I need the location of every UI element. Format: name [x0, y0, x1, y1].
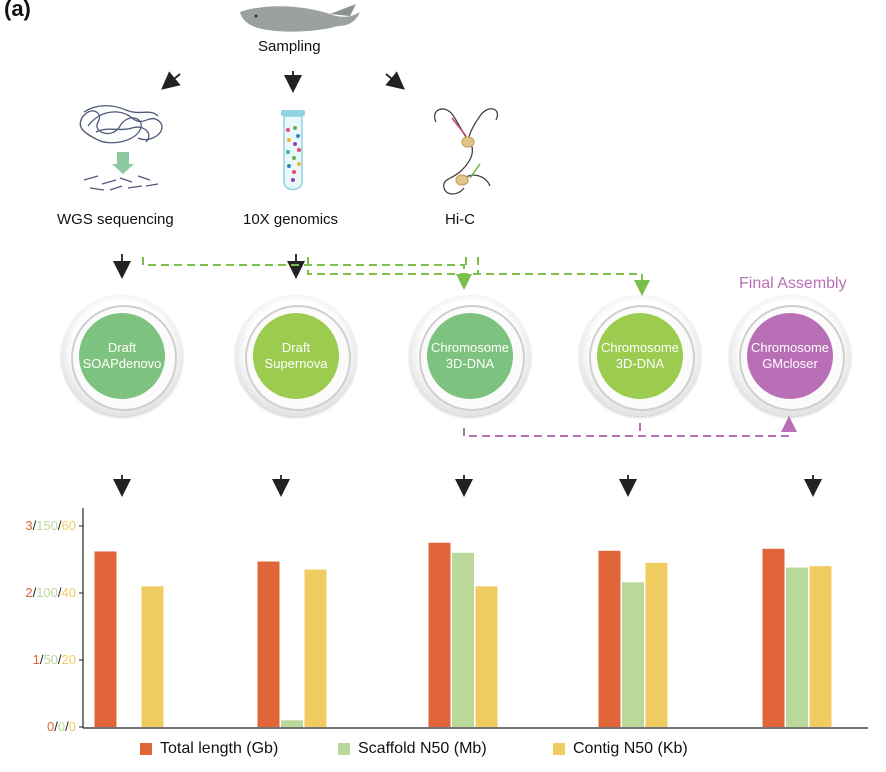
- tick-value: 0: [57, 719, 66, 734]
- tick-separator: /: [39, 652, 44, 667]
- tick-value: 3: [25, 518, 33, 533]
- tick-value: 40: [61, 585, 76, 600]
- bar-total-4: [598, 550, 621, 727]
- legend-total: Total length (Gb): [140, 740, 278, 758]
- bar-contig-4: [645, 562, 668, 727]
- tick-value: 0: [47, 719, 55, 734]
- green-dashed-connectors: [142, 257, 650, 296]
- legend-contig: Contig N50 (Kb): [553, 740, 688, 758]
- tick-separator: /: [57, 585, 62, 600]
- test-tube-icon: [281, 110, 305, 191]
- tick-separator: /: [32, 585, 37, 600]
- panel-label: (a): [4, 0, 31, 21]
- tick-separator: /: [57, 652, 62, 667]
- tick-value: 50: [43, 652, 58, 667]
- bar-total-3: [428, 542, 451, 727]
- bar-total-5: [762, 548, 785, 727]
- assembly-line1: Chromosome: [600, 340, 680, 355]
- tick-separator: /: [32, 518, 37, 533]
- bar-total-2: [257, 561, 280, 727]
- sampling-arrows: [161, 71, 405, 93]
- bar-contig-5: [809, 566, 832, 727]
- tick-value: 150: [36, 518, 58, 533]
- bar-chart: [79, 508, 868, 729]
- final-assembly-label: Final Assembly: [739, 275, 847, 292]
- assembly-line2: 3D-DNA: [445, 356, 495, 371]
- tick-value: 100: [36, 585, 58, 600]
- tick-value: 60: [61, 518, 76, 533]
- y-tick-label: 2/100/40: [25, 585, 76, 600]
- bar-contig-2: [304, 569, 327, 727]
- bar-contig-3: [475, 586, 498, 727]
- assembly-line2: SOAPdenovo: [82, 356, 162, 371]
- legend-swatch-contig: [553, 743, 565, 755]
- assembly-line2: GMcloser: [762, 356, 818, 371]
- legend-scaffold: Scaffold N50 (Mb): [338, 740, 487, 758]
- tick-value: 20: [61, 652, 76, 667]
- dna-fragments-icon: [79, 105, 163, 191]
- purple-dashed-connector: [463, 416, 797, 437]
- legend-label-contig: Contig N50 (Kb): [573, 740, 688, 757]
- assembly-line1: Chromosome: [750, 340, 830, 355]
- tick-value: 0: [68, 719, 76, 734]
- bar-contig-1: [141, 586, 164, 727]
- bar-scaffold-5: [786, 567, 808, 727]
- legend-label-scaffold: Scaffold N50 (Mb): [358, 740, 487, 757]
- bar-scaffold-2: [281, 720, 303, 727]
- sampling-label: Sampling: [258, 38, 321, 55]
- chromatin-loop-icon: [433, 108, 499, 195]
- assembly-line1: Draft: [281, 340, 311, 355]
- method-label-10x: 10X genomics: [243, 211, 339, 228]
- tick-separator: /: [54, 719, 58, 734]
- legend-label-total: Total length (Gb): [160, 740, 279, 757]
- tick-value: 1: [32, 652, 40, 667]
- tick-separator: /: [57, 518, 62, 533]
- bar-total-1: [94, 551, 117, 727]
- y-tick-label: 1/50/20: [33, 652, 76, 667]
- whale-icon: [240, 4, 360, 32]
- assembly-chart-arrows: [113, 475, 822, 497]
- assembly-line2: 3D-DNA: [615, 356, 665, 371]
- legend-swatch-scaffold: [338, 743, 350, 755]
- assembly-line2: Supernova: [264, 356, 328, 371]
- tick-separator: /: [65, 719, 69, 734]
- assembly-line1: Draft: [107, 340, 137, 355]
- method-label-wgs: WGS sequencing: [57, 211, 174, 228]
- legend-swatch-total: [140, 743, 152, 755]
- method-label-hic: Hi-C: [445, 211, 475, 228]
- arrow-down-icon: [112, 152, 134, 174]
- tick-value: 2: [25, 585, 33, 600]
- bar-scaffold-3: [452, 552, 474, 727]
- y-tick-label: 3/150/60: [25, 518, 76, 533]
- assembly-line1: Chromosome: [430, 340, 510, 355]
- method-arrows: [113, 254, 305, 279]
- y-tick-label: 0/0/0: [47, 719, 76, 734]
- bar-scaffold-4: [622, 582, 644, 727]
